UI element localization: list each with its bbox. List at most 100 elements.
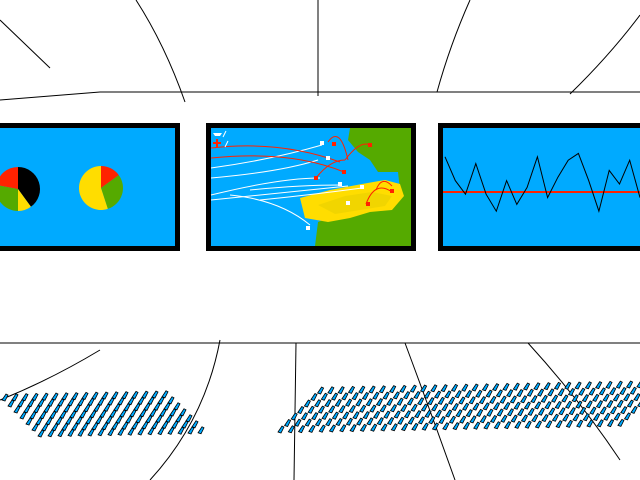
crowd-figure [540, 394, 548, 403]
crowd-figure [151, 390, 159, 399]
crowd-figure [513, 401, 521, 410]
crowd-figure [287, 425, 295, 434]
crowd-figure [163, 402, 171, 411]
crowd-figure [382, 391, 390, 400]
map-legend-icons [213, 130, 229, 148]
crowd-figure [69, 410, 77, 419]
crowd-figure [47, 429, 55, 438]
crowd-figure [564, 381, 572, 390]
crowd-figure [153, 402, 161, 411]
crowd-figure [606, 419, 615, 428]
crowd-figure [433, 390, 442, 399]
crowd-figure [545, 420, 553, 429]
crowd-figure [107, 428, 115, 437]
crowd-figure [609, 406, 618, 415]
crowd-figure [366, 417, 374, 426]
crowd-figure [383, 410, 391, 419]
crowd-figure [503, 421, 512, 430]
crowd-figure [578, 406, 587, 415]
crowd-figure [486, 408, 494, 417]
crowd-figure [81, 391, 89, 400]
crowd-figure [437, 396, 445, 405]
crowd-figure [303, 399, 311, 408]
crowd-figure [151, 421, 159, 430]
crowd-figure [483, 421, 491, 430]
crowd-figure [633, 393, 640, 402]
crowd-figure [77, 428, 85, 437]
crowd-figure [147, 396, 155, 405]
crowd-figure [334, 398, 342, 407]
crowd-figure [328, 424, 337, 433]
crowd-figure [25, 417, 33, 426]
crowd-figure [544, 401, 552, 410]
crowd-figure [137, 427, 145, 436]
center-screen [206, 123, 416, 251]
crowd-figure [397, 416, 405, 425]
crowd-figure [430, 384, 438, 393]
pie-charts [0, 166, 123, 211]
crowd-right [277, 380, 640, 434]
crowd-figure [578, 387, 586, 396]
crowd-figure [297, 425, 306, 434]
crowd-figure [536, 388, 545, 397]
crowd-figure [99, 409, 107, 418]
crowd-figure [376, 417, 384, 426]
crowd-figure [533, 382, 541, 391]
crowd-figure [97, 428, 105, 437]
crowd-figure [522, 382, 531, 391]
crowd-figure [370, 423, 378, 432]
crowd-figure [330, 392, 339, 401]
crowd-figure [331, 411, 339, 420]
crowd-figure [325, 418, 333, 427]
crowd-figure [499, 395, 507, 404]
crowd-figure [53, 404, 61, 413]
crowd-figure [572, 413, 580, 422]
crowd-figure [548, 407, 556, 416]
crowd-figure [424, 409, 432, 418]
crowd-figure [173, 402, 181, 411]
crowd-figure [599, 406, 607, 415]
crowd-figure [413, 390, 421, 399]
crowd-figure [67, 398, 75, 407]
crowd-figure [155, 414, 163, 423]
crowd-figure [396, 397, 404, 406]
crowd-figure [338, 405, 346, 414]
pie-1-slice-2 [18, 189, 31, 211]
crowd-figure [101, 422, 109, 431]
crowd-figure [41, 423, 49, 432]
crowd-figure [428, 416, 436, 425]
crowd-figure [581, 394, 590, 403]
crowd-figure [127, 427, 135, 436]
floor-line-center [293, 342, 297, 480]
crowd-figure [407, 416, 415, 425]
crowd-figure [478, 396, 487, 405]
crowd-figure [23, 405, 31, 414]
crowd-figure [51, 423, 59, 432]
crowd-figure [191, 420, 199, 429]
floor-line-left [0, 349, 101, 401]
crowd-figure [7, 399, 15, 408]
crowd-figure [320, 392, 328, 401]
crowd-figure [13, 405, 21, 414]
crowd-figure [526, 388, 534, 397]
crowd-figure [115, 415, 123, 424]
crowd-figure [19, 411, 27, 420]
ceiling-line-right [569, 14, 640, 95]
crowd-figure [368, 385, 376, 394]
crowd-figure [392, 391, 400, 400]
crowd-figure [341, 392, 349, 401]
crowd-figure [616, 399, 624, 408]
upper-horizon-line [0, 91, 640, 101]
crowd-figure [482, 402, 490, 411]
crowd-figure [481, 383, 489, 392]
crowd-figure [127, 397, 135, 406]
crowd-figure [107, 397, 115, 406]
pie-2-slice-1 [101, 166, 119, 188]
right-screen-display [443, 128, 640, 246]
crowd-figure [327, 386, 335, 395]
crowd-figure [517, 408, 525, 417]
crowd-figure [493, 421, 501, 430]
crowd-figure [629, 386, 637, 395]
crowd-figure [615, 380, 623, 389]
crowd-figure [613, 412, 621, 421]
